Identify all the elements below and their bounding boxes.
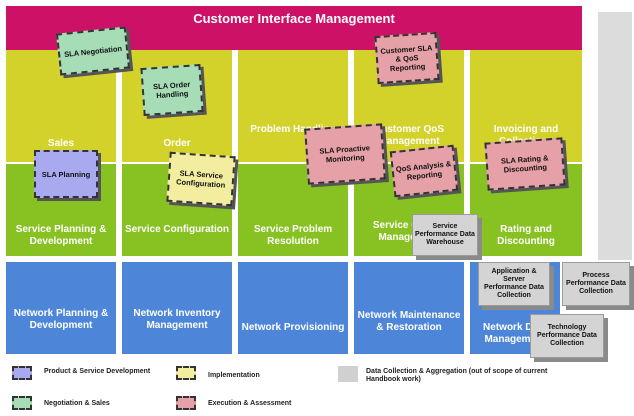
service-performance-warehouse-box: Service Performance Data Warehouse <box>412 214 478 256</box>
legend-implementation-label: Implementation <box>208 372 260 379</box>
process-network-inventory: Network Inventory Management <box>122 262 232 354</box>
legend-product-label: Product & Service Development <box>44 368 151 375</box>
app-server-data-collection-box: Application & Server Performance Data Co… <box>478 262 550 306</box>
legend-swatch-execution <box>176 396 196 410</box>
box-label: Service Performance Data Warehouse <box>415 223 475 246</box>
technology-performance-data-box: Technology Performance Data Collection <box>530 314 604 358</box>
process-network-maintenance: Network Maintenance & Restoration <box>354 262 464 354</box>
process-label: Service Problem Resolution <box>253 224 333 247</box>
box-label: Process Performance Data Collection <box>566 272 626 295</box>
legend-execution-label: Execution & Assessment <box>208 400 292 407</box>
process-label: Sales <box>47 138 75 149</box>
customer-sla-qos-reporting-box: Customer SLA & QoS Reporting <box>374 31 440 85</box>
legend-swatch-data <box>338 366 358 382</box>
process-label: Problem Handling <box>250 124 336 135</box>
box-label: SLA Planning <box>41 169 91 179</box>
box-label: QoS Analysis & Reporting <box>395 159 452 182</box>
legend-swatch-negotiation <box>12 396 32 410</box>
box-label: SLA Negotiation <box>63 43 123 59</box>
process-label: Network Planning & Development <box>13 308 109 331</box>
banner-title: Customer Interface Management <box>193 11 395 26</box>
sla-planning-box: SLA Planning <box>34 150 98 198</box>
sla-proactive-monitoring-box: SLA Proactive Monitoring <box>304 123 386 185</box>
box-label: Technology Performance Data Collection <box>537 324 597 347</box>
process-label: Order <box>163 138 191 149</box>
box-label: SLA Rating & Discounting <box>500 153 549 175</box>
box-label: SLA Proactive Monitoring <box>319 143 371 165</box>
process-label: Network Provisioning <box>241 322 345 333</box>
qos-analysis-reporting-box: QoS Analysis & Reporting <box>389 144 459 198</box>
data-collection-bar <box>598 12 632 260</box>
sla-rating-discounting-box: SLA Rating & Discounting <box>484 137 566 191</box>
process-performance-data-box: Process Performance Data Collection <box>562 262 630 306</box>
process-label: Service Quality Management <box>372 220 446 243</box>
box-label: Customer SLA & QoS Reporting <box>380 42 433 73</box>
process-label: Service Planning & Development <box>15 224 107 247</box>
process-label: Rating and Discounting <box>497 224 555 247</box>
box-label: SLA Order Handling <box>152 79 191 101</box>
process-label: Network Maintenance & Restoration <box>357 310 461 333</box>
process-network-planning: Network Planning & Development <box>6 262 116 354</box>
process-label: Network Data Management <box>483 322 547 345</box>
legend-negotiation-label: Negotiation & Sales <box>44 400 110 407</box>
legend-data-label: Data Collection & Aggregation (out of sc… <box>366 368 548 383</box>
process-label: Service Configuration <box>125 224 229 235</box>
sla-negotiation-box: SLA Negotiation <box>55 26 131 76</box>
process-network-provisioning: Network Provisioning <box>238 262 348 354</box>
process-label: Network Inventory Management <box>133 308 221 331</box>
legend-swatch-implementation <box>176 366 196 380</box>
box-label: Application & Server Performance Data Co… <box>484 268 544 299</box>
sla-service-configuration-box: SLA Service Configuration <box>166 151 236 207</box>
sla-order-handling-box: SLA Order Handling <box>140 63 204 117</box>
box-label: SLA Service Configuration <box>175 168 226 190</box>
legend-swatch-product <box>12 366 32 380</box>
process-label: Customer QoS Management <box>373 124 444 147</box>
